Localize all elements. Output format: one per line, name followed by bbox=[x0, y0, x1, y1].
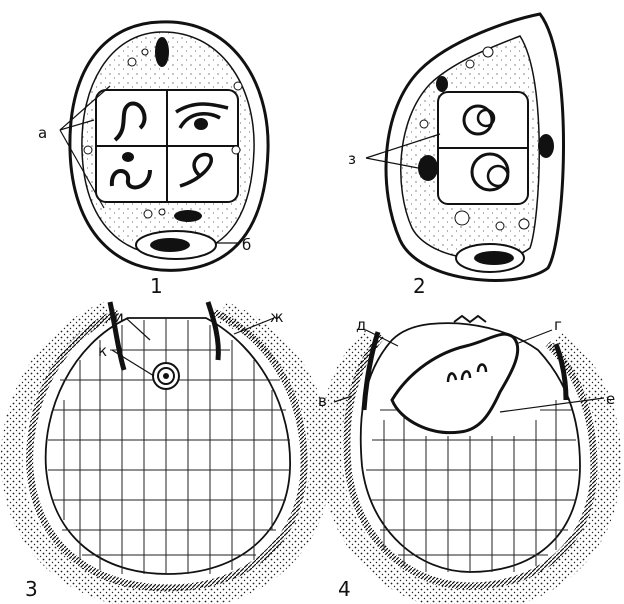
figure-number-3: 3 bbox=[25, 577, 38, 601]
fig1-nucleus bbox=[174, 210, 202, 222]
figure-3 bbox=[12, 302, 320, 600]
figure-number-2: 2 bbox=[413, 274, 426, 298]
label-zh: ж bbox=[270, 308, 284, 326]
label-g: г bbox=[554, 316, 562, 334]
label-k: к bbox=[98, 342, 107, 360]
fig1-nucleus bbox=[122, 152, 134, 162]
figure-1 bbox=[60, 22, 268, 271]
fig2-nucleus bbox=[436, 76, 448, 92]
fig4-neck bbox=[454, 316, 486, 322]
figure-4 bbox=[331, 316, 610, 600]
fig2-nucleus bbox=[418, 155, 438, 181]
label-a: а bbox=[38, 124, 47, 142]
label-e: е bbox=[606, 390, 615, 408]
fig1-basal-nucleus bbox=[150, 238, 190, 252]
label-z: з bbox=[348, 150, 356, 168]
fig3-tissue bbox=[46, 318, 290, 574]
label-d: д bbox=[356, 316, 366, 334]
figure-number-4: 4 bbox=[338, 577, 351, 601]
fig2-nucleus bbox=[538, 134, 554, 158]
fig1-nucleus bbox=[194, 118, 208, 130]
fig2-basal-nucleus bbox=[474, 251, 514, 265]
figure-number-1: 1 bbox=[150, 274, 163, 298]
figure-2 bbox=[366, 14, 564, 280]
label-v: в bbox=[318, 392, 327, 410]
fig1-nucleus bbox=[155, 37, 169, 67]
label-i: и bbox=[114, 308, 124, 326]
label-b: б bbox=[242, 236, 251, 254]
pointer-g bbox=[516, 330, 552, 344]
